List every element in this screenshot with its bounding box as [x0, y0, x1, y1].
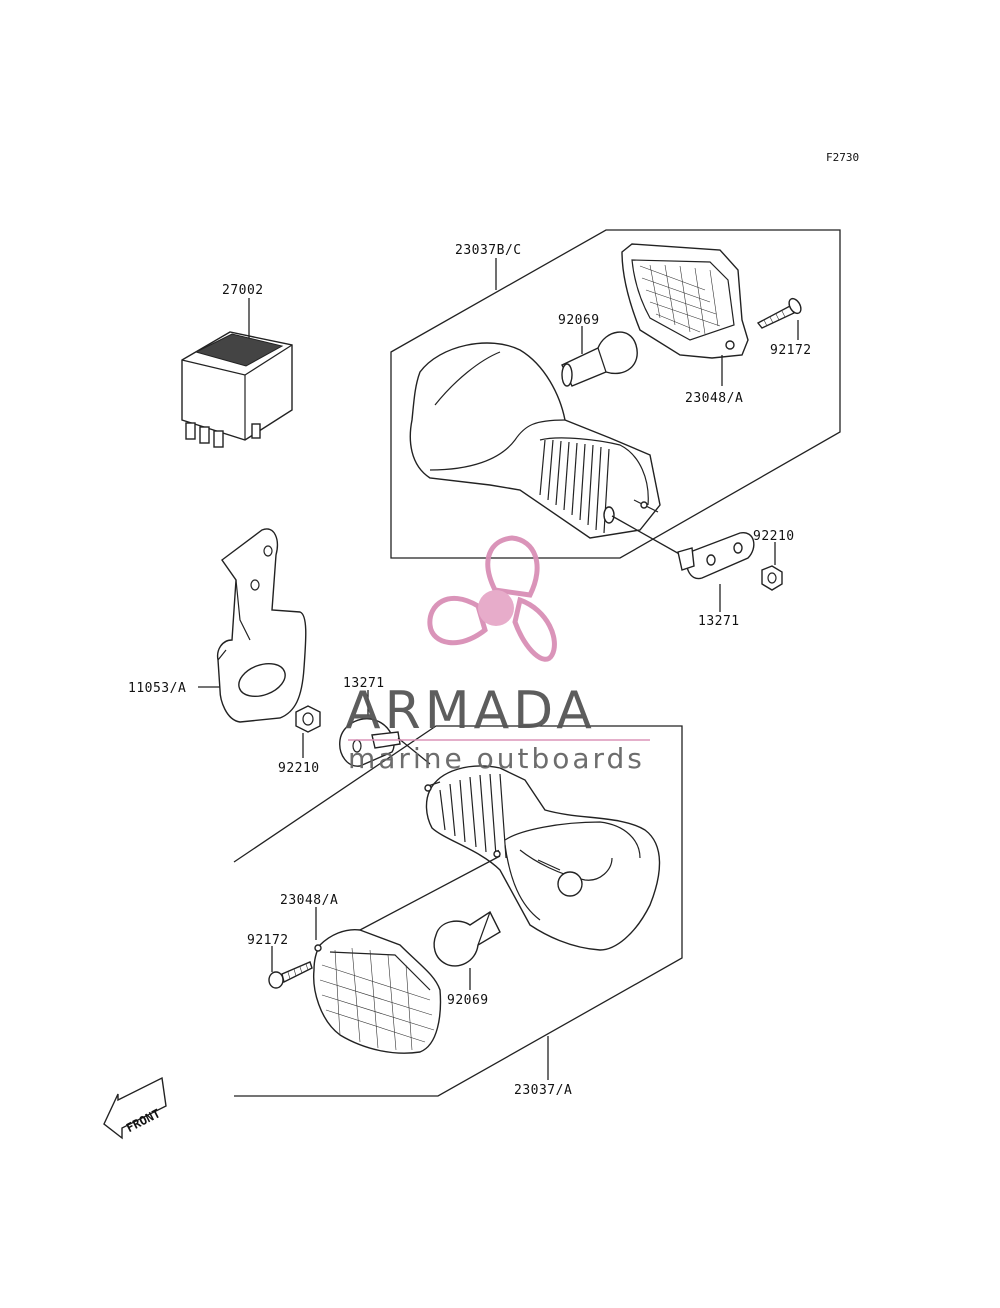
- part-label-92210-right: 92210: [753, 529, 795, 544]
- lens-icon: [621, 243, 749, 359]
- screw-icon: [268, 961, 313, 989]
- nut-icon: [761, 565, 783, 591]
- part-label-92172-top: 92172: [770, 343, 812, 358]
- part-label-13271-left: 13271: [343, 676, 385, 691]
- part-label-92069-top: 92069: [558, 313, 600, 328]
- part-label-11053: 11053/A: [128, 681, 186, 696]
- part-label-92069-bottom: 92069: [447, 993, 489, 1008]
- part-label-92172-bottom: 92172: [247, 933, 289, 948]
- part-label-13271-right: 13271: [698, 614, 740, 629]
- part-label-27002: 27002: [222, 283, 264, 298]
- turn-signal-housing-bottom: [424, 765, 661, 951]
- washer-plate-icon: [677, 532, 755, 580]
- assembly-outline-top: [390, 229, 841, 559]
- nut-icon: [295, 705, 321, 733]
- front-arrow-icon: FRONT: [103, 1076, 167, 1140]
- assembly-outline-bottom: [233, 725, 683, 1097]
- bulb-icon: [561, 331, 638, 387]
- part-label-23048-top: 23048/A: [685, 391, 743, 406]
- brand-watermark: ARMADA marine outboards: [345, 535, 650, 775]
- relay-icon: [181, 331, 293, 448]
- brand-name: ARMADA: [345, 681, 596, 741]
- diagram-code: F2730: [826, 151, 859, 164]
- turn-signal-housing-top: [409, 342, 661, 539]
- lens-icon: [313, 928, 442, 1054]
- bracket-icon: [216, 528, 307, 723]
- part-label-23037a: 23037/A: [514, 1083, 572, 1098]
- propeller-logo-icon: [427, 535, 557, 662]
- brand-tagline: marine outboards: [348, 742, 645, 775]
- part-label-23048-bottom: 23048/A: [280, 893, 338, 908]
- part-label-92210-left: 92210: [278, 761, 320, 776]
- bulb-icon: [433, 910, 501, 967]
- part-label-23037bc: 23037B/C: [455, 243, 522, 258]
- screw-icon: [756, 297, 802, 329]
